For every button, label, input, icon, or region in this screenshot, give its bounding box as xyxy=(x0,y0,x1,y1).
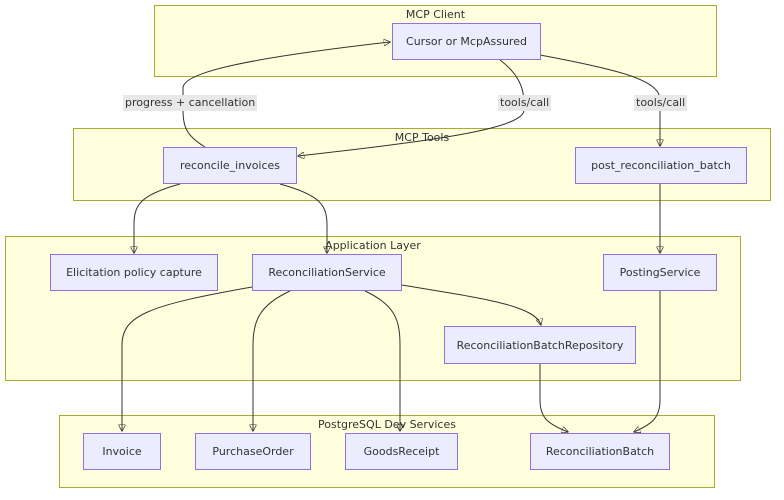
node-goods-receipt[interactable]: GoodsReceipt xyxy=(345,433,458,470)
edge-service-to-purchaseorder xyxy=(253,290,291,431)
edge-cursor-to-reconcile xyxy=(298,59,525,156)
cluster-title-postgresql: PostgreSQL Dev Services xyxy=(318,418,456,431)
node-cursor[interactable]: Cursor or McpAssured xyxy=(392,23,541,60)
node-reconciliation-service[interactable]: ReconciliationService xyxy=(252,254,402,291)
edge-progress-to-cursor xyxy=(182,42,390,148)
node-post-reconciliation-batch[interactable]: post_reconciliation_batch xyxy=(575,147,747,184)
node-invoice[interactable]: Invoice xyxy=(83,433,161,470)
edge-repository-to-batch xyxy=(539,364,568,432)
cluster-title-application-layer: Application Layer xyxy=(325,239,421,252)
node-purchase-order[interactable]: PurchaseOrder xyxy=(195,433,311,470)
edge-label-tools-call-reconcile: tools/call xyxy=(498,95,552,111)
edge-reconcile-to-service xyxy=(279,183,327,253)
edge-service-to-repository xyxy=(401,284,541,325)
node-posting-service[interactable]: PostingService xyxy=(603,254,717,291)
edge-label-tools-call-post-batch: tools/call xyxy=(634,95,688,111)
node-elicitation-policy-capture[interactable]: Elicitation policy capture xyxy=(50,254,218,291)
edge-label-progress-cancellation: progress + cancellation xyxy=(123,95,258,111)
node-reconcile-invoices[interactable]: reconcile_invoices xyxy=(163,147,297,184)
node-reconciliation-batch[interactable]: ReconciliationBatch xyxy=(530,433,670,470)
node-reconciliation-batch-repository[interactable]: ReconciliationBatchRepository xyxy=(444,326,636,364)
cluster-title-mcp-tools: MCP Tools xyxy=(394,131,450,144)
cluster-title-mcp-client: MCP Client xyxy=(405,8,466,21)
edge-reconcile-to-elicitation xyxy=(134,183,181,253)
edge-service-to-goodsreceipt xyxy=(364,290,400,431)
edge-service-to-invoice xyxy=(122,286,253,431)
edge-posting-to-batch xyxy=(634,291,661,432)
